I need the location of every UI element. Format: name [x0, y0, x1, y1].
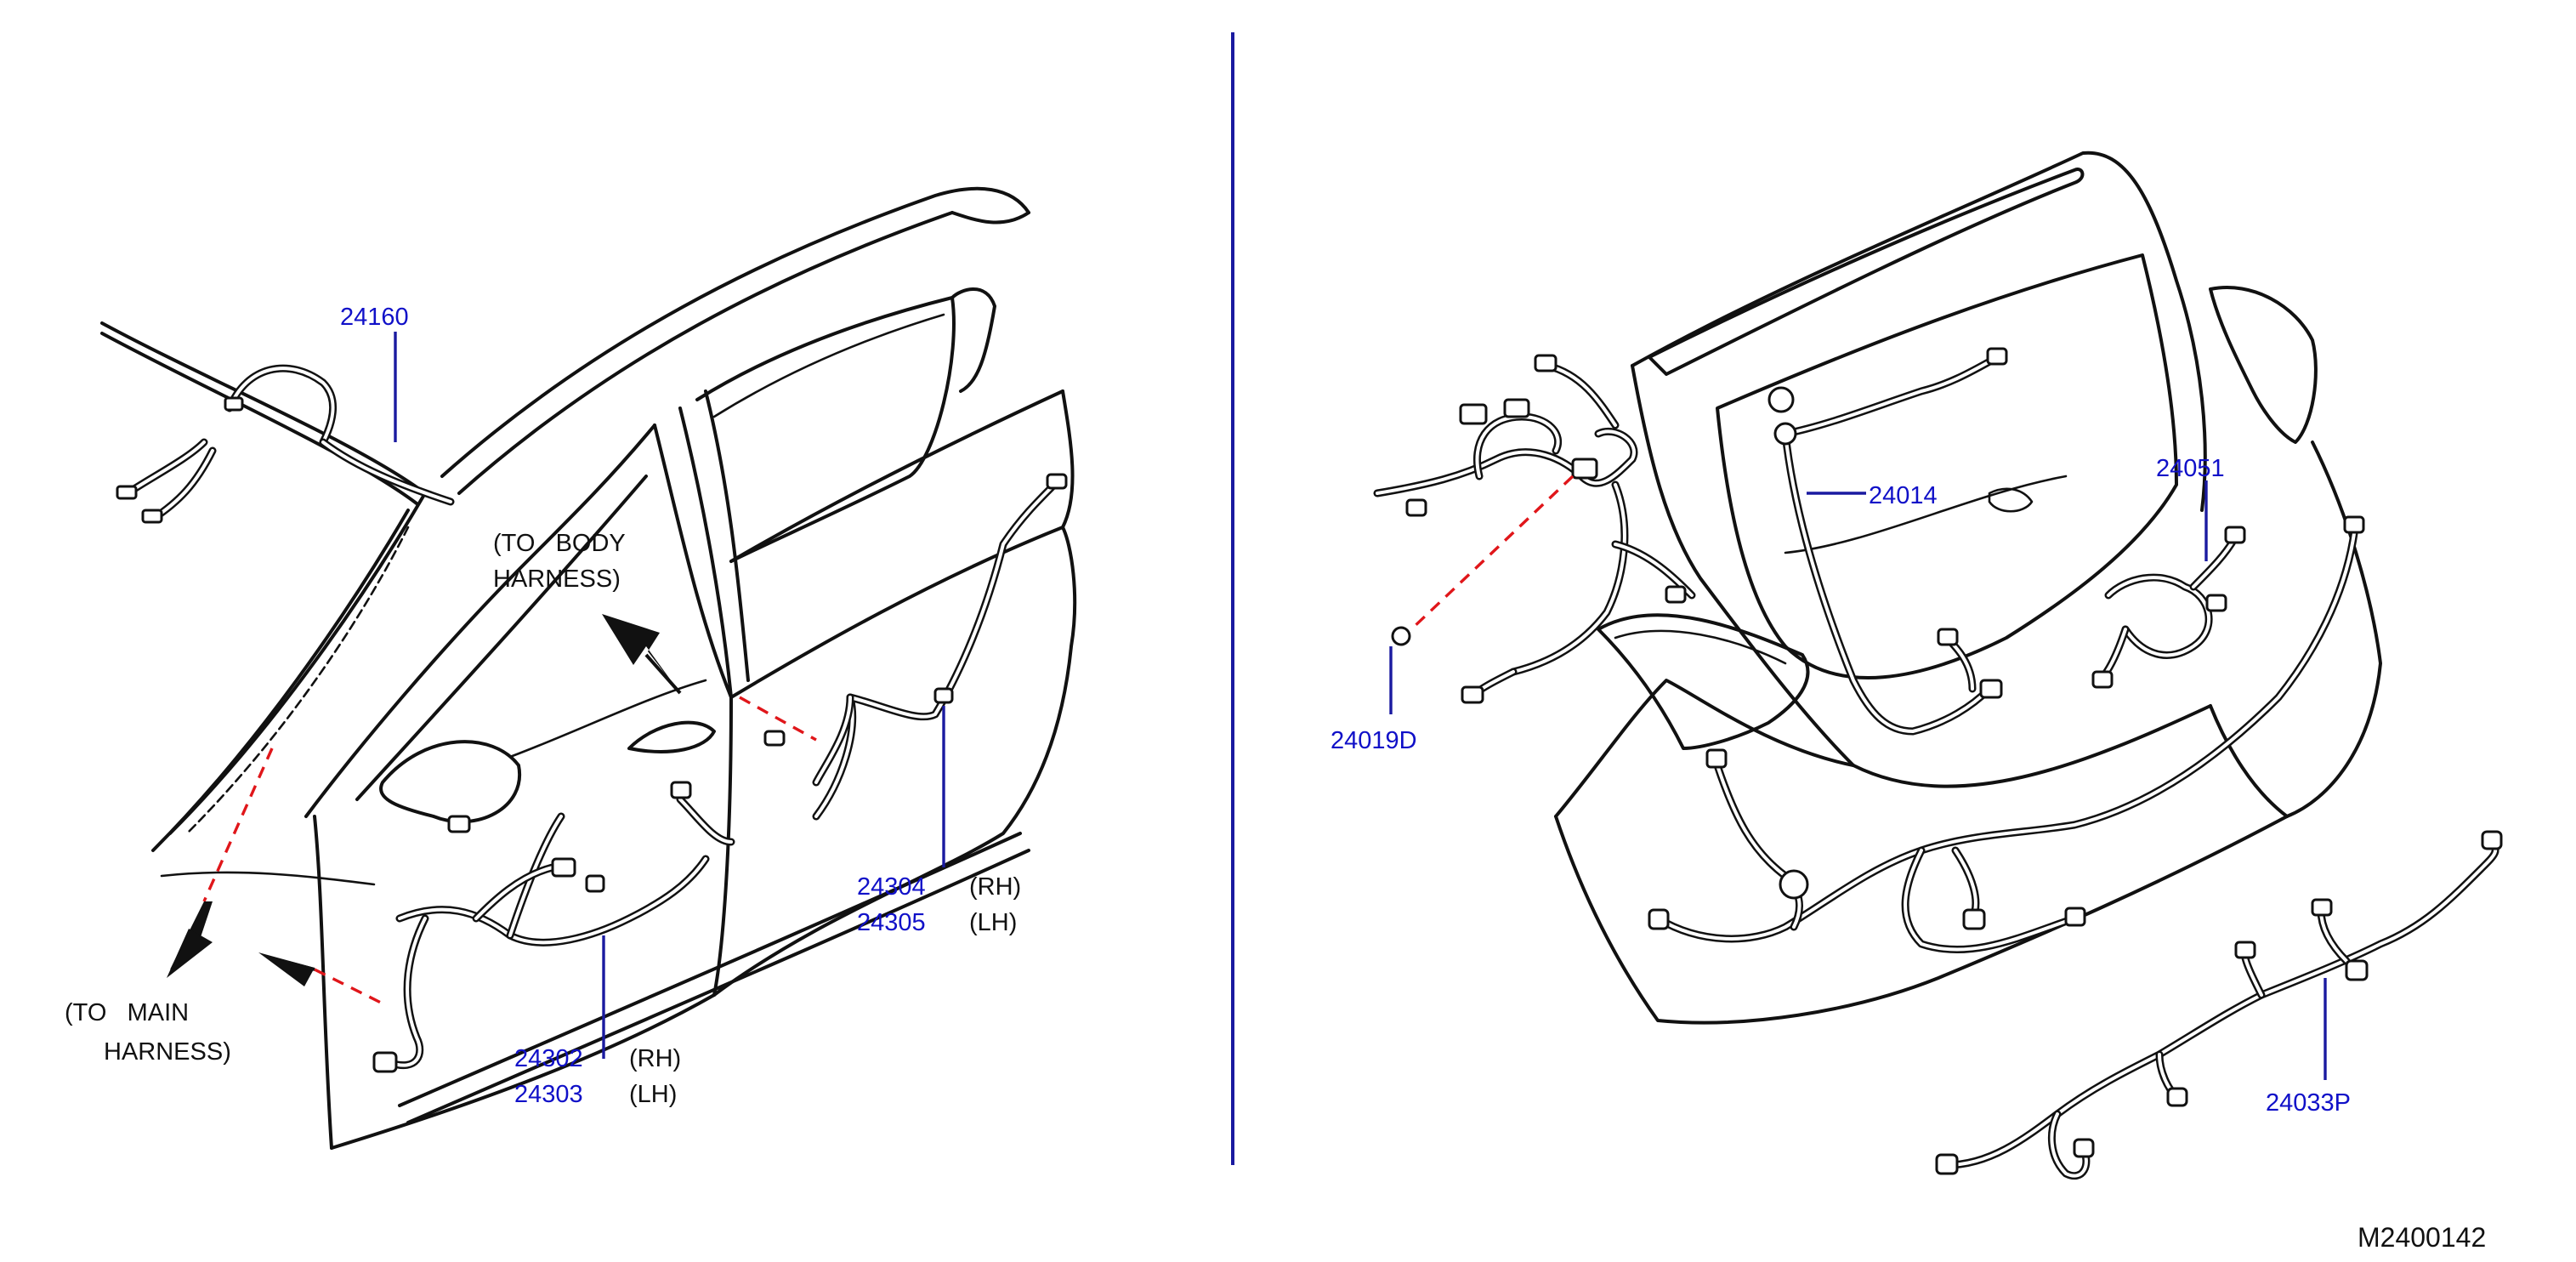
part-number-24305[interactable]: 24305: [857, 909, 926, 936]
note-to-body-harness-line1: (TO BODY: [493, 530, 626, 557]
note-to-main-harness-line1: (TO MAIN: [65, 999, 189, 1026]
grommet-connection-line: [1410, 475, 1575, 631]
part-number-24014[interactable]: 24014: [1869, 482, 1938, 509]
side-24303: (LH): [629, 1081, 677, 1108]
part-number-24051[interactable]: 24051: [2156, 455, 2225, 482]
part-number-24033P[interactable]: 24033P: [2266, 1089, 2351, 1117]
left-panel-drawing: [100, 186, 1077, 1150]
to-body-harness-arrow: [602, 614, 680, 693]
diagram-code: M2400142: [2358, 1222, 2486, 1253]
rear-door-connection-line: [739, 696, 817, 742]
part-number-24160[interactable]: 24160: [340, 304, 409, 331]
right-panel-drawing: [1373, 151, 2503, 1180]
grommet-part: [1391, 626, 1411, 646]
side-24304: (RH): [969, 873, 1021, 901]
note-to-main-harness-line2: HARNESS): [104, 1038, 231, 1066]
part-number-24303[interactable]: 24303: [514, 1081, 583, 1108]
main-harness-connection-line: [202, 748, 274, 902]
side-24302: (RH): [629, 1045, 681, 1072]
part-number-24304[interactable]: 24304: [857, 873, 926, 901]
front-door-connection-line: [314, 968, 383, 1005]
part-number-24302[interactable]: 24302: [514, 1045, 583, 1072]
side-24305: (LH): [969, 909, 1017, 936]
note-to-body-harness-line2: HARNESS): [493, 566, 621, 593]
part-number-24019D[interactable]: 24019D: [1331, 727, 1417, 754]
to-main-door-arrow: [258, 952, 315, 986]
